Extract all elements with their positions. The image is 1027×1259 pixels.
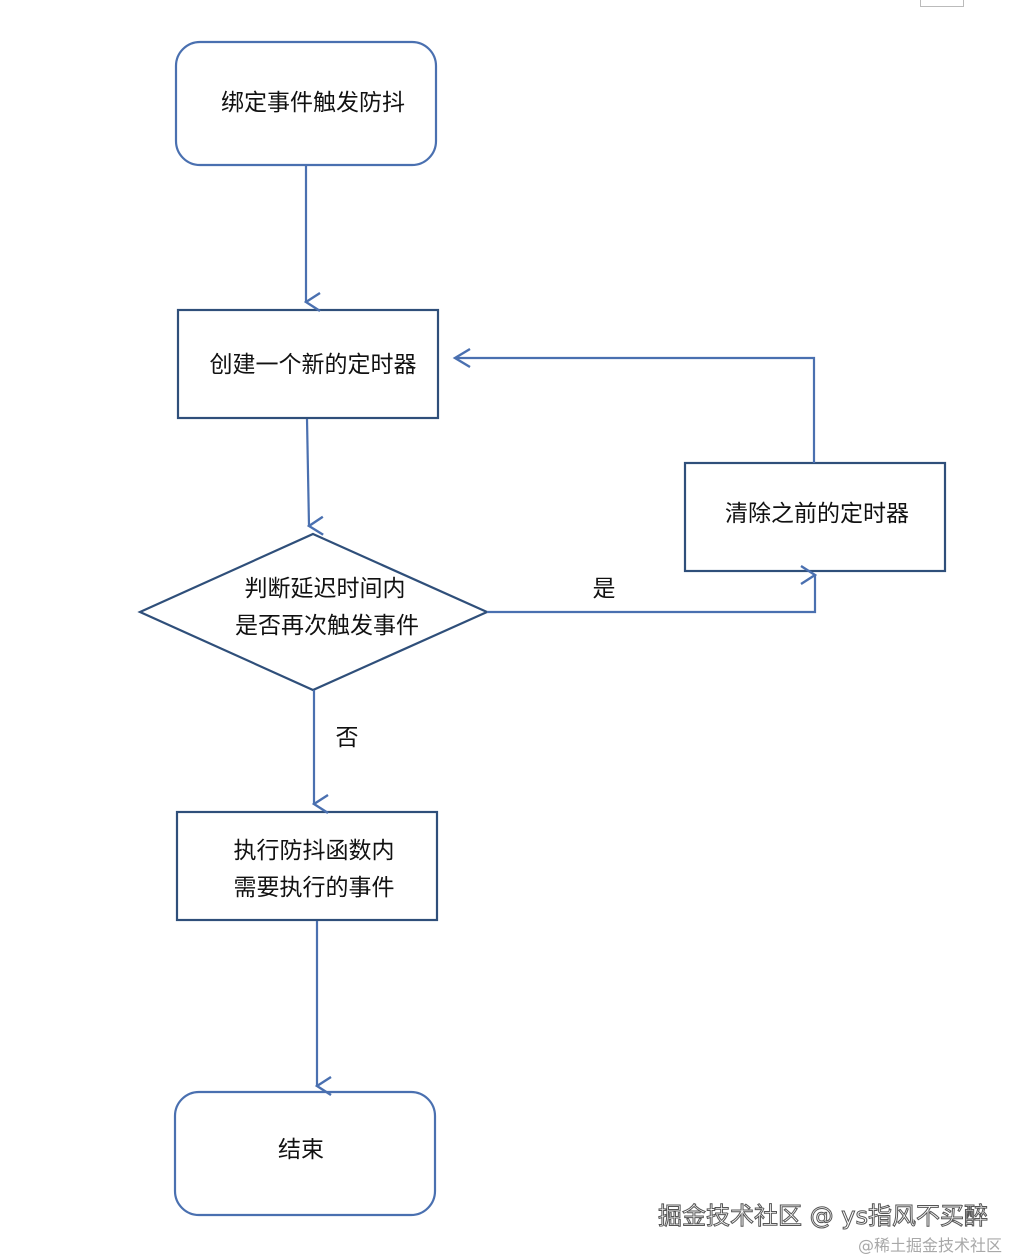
corner-mark	[920, 0, 964, 7]
edge-decision-to-clear	[487, 575, 815, 614]
end-node: 结束	[173, 1090, 437, 1217]
create-timer-label: 创建一个新的定时器	[210, 352, 417, 378]
execute-label-line1: 执行防抖函数内	[234, 838, 395, 864]
edge-create-to-decision	[305, 418, 309, 526]
create-timer-node: 创建一个新的定时器	[176, 308, 440, 420]
execute-label-line2: 需要执行的事件	[234, 875, 395, 901]
edge-label-no: 否	[336, 725, 359, 751]
decision-label-line2: 是否再次触发事件	[235, 613, 419, 639]
watermark-main: 掘金技术社区 @ ys指风不买醉	[658, 1202, 989, 1231]
decision-label-line1: 判断延迟时间内	[245, 576, 406, 602]
end-node-label: 结束	[278, 1137, 324, 1163]
start-node-label: 绑定事件触发防抖	[221, 90, 405, 116]
execute-node: 执行防抖函数内 需要执行的事件	[175, 810, 439, 922]
edge-clear-to-create-arrowhead	[452, 347, 471, 369]
clear-timer-label: 清除之前的定时器	[725, 501, 909, 527]
watermark-sub: @稀土掘金技术社区	[858, 1236, 1003, 1255]
start-node: 绑定事件触发防抖	[174, 40, 438, 167]
decision-node: 判断延迟时间内 是否再次触发事件	[137, 532, 490, 692]
clear-timer-node: 清除之前的定时器	[683, 461, 947, 573]
edge-clear-to-create	[455, 356, 816, 463]
edge-label-yes: 是	[593, 576, 616, 602]
